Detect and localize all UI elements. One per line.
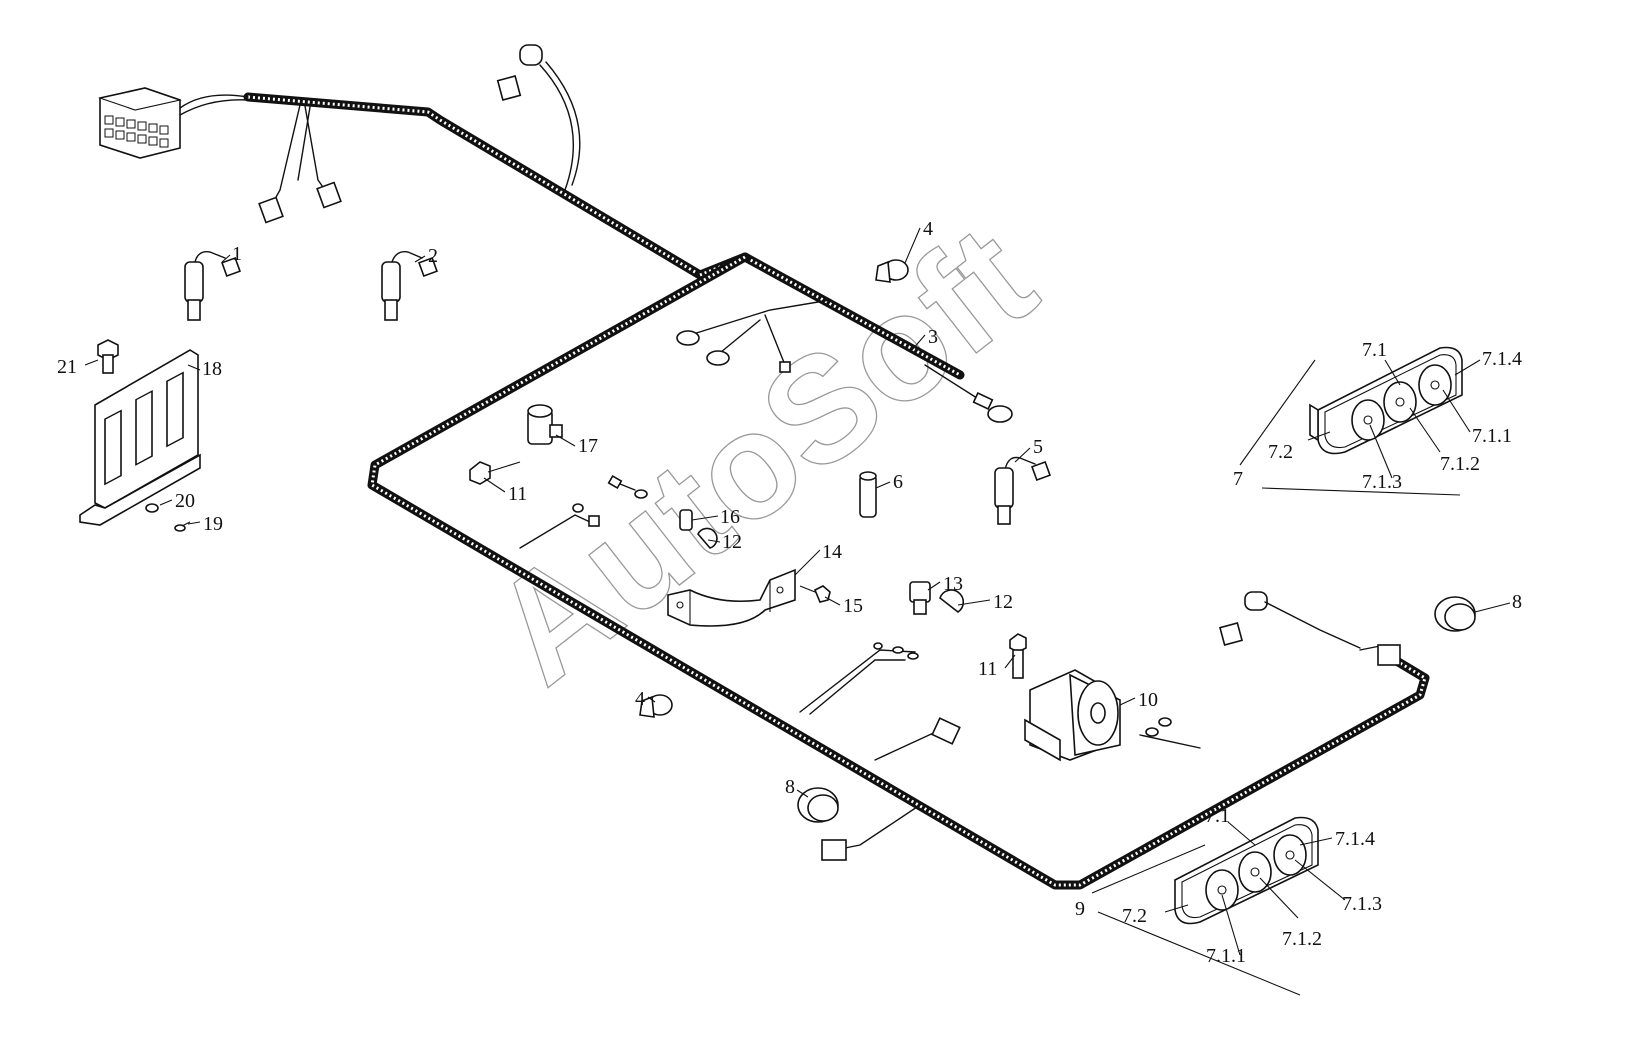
right-harness-end [1218, 591, 1401, 666]
leader-lines [84, 227, 1511, 996]
callout-7-1-upper: 7.1 [1362, 339, 1387, 361]
part-13-switch [909, 581, 965, 615]
ground-lugs [676, 299, 1013, 423]
bolt-15 [799, 585, 831, 603]
part-6-bushing [859, 471, 877, 518]
lamp-9-lower [1174, 816, 1319, 925]
callout-21: 21 [57, 356, 77, 378]
part-18-panel [79, 349, 201, 526]
sensor-1 [184, 251, 241, 321]
main-harness [243, 92, 1430, 890]
callout-7-1-1-lower: 7.1.1 [1206, 945, 1246, 967]
grommet-8-left [797, 787, 839, 823]
callout-7-1-4-upper: 7.1.4 [1482, 348, 1522, 370]
callout-7-1-2-upper: 7.1.2 [1440, 453, 1480, 475]
part-16-sensor [679, 509, 718, 549]
callout-2: 2 [428, 245, 438, 267]
callout-7-1-4-lower: 7.1.4 [1335, 828, 1375, 850]
callout-7-1-3-upper: 7.1.3 [1362, 471, 1402, 493]
callout-labels: 1 2 3 4 5 6 18 21 20 19 17 11 16 12 14 1… [57, 218, 1522, 967]
callout-20: 20 [175, 490, 195, 512]
clamp-4-top [875, 259, 909, 283]
callout-7-1-1-upper: 7.1.1 [1472, 425, 1512, 447]
callout-7-1-2-lower: 7.1.2 [1282, 928, 1322, 950]
lower-branch-wires [799, 642, 961, 861]
callout-12-right: 12 [993, 591, 1013, 613]
bolt-11-left [469, 461, 521, 485]
callout-14: 14 [822, 541, 842, 563]
callout-5: 5 [1033, 436, 1043, 458]
callout-10: 10 [1138, 689, 1158, 711]
callout-11-right: 11 [978, 658, 997, 680]
grommet-8-right [1434, 596, 1476, 632]
callout-9: 9 [1075, 898, 1085, 920]
callout-18: 18 [202, 358, 222, 380]
part-17-valve [527, 404, 563, 445]
callout-8-right: 8 [1512, 591, 1522, 613]
bolt-11-right [1009, 633, 1027, 679]
callout-4-bottom: 4 [635, 688, 645, 710]
callout-11-left: 11 [508, 483, 527, 505]
callout-4-top: 4 [923, 218, 933, 240]
callout-12-left: 12 [722, 531, 742, 553]
middle-small-parts [519, 474, 648, 549]
callout-16: 16 [720, 506, 740, 528]
callout-6: 6 [893, 471, 903, 493]
sensor-2 [381, 251, 438, 321]
part-14-bracket [667, 568, 796, 627]
fasteners-18 [97, 339, 191, 532]
top-branch-connectors [258, 44, 581, 224]
callout-8-left: 8 [785, 776, 795, 798]
callout-15: 15 [843, 595, 863, 617]
callout-13: 13 [943, 573, 963, 595]
sensor-5 [994, 456, 1051, 525]
callout-1: 1 [232, 243, 242, 265]
callout-7-1-3-lower: 7.1.3 [1342, 893, 1382, 915]
callout-17: 17 [578, 435, 598, 457]
lamp-7-upper [1309, 346, 1463, 455]
clamp-4-bottom [639, 694, 673, 718]
callout-3: 3 [928, 326, 938, 348]
callout-7-2-lower: 7.2 [1122, 905, 1147, 927]
main-connector [97, 87, 249, 159]
callout-7-1-lower: 7.1 [1205, 805, 1230, 827]
part-10-horn [1024, 669, 1201, 762]
callout-7-2-upper: 7.2 [1268, 441, 1293, 463]
callout-19: 19 [203, 513, 223, 535]
callout-7: 7 [1233, 468, 1243, 490]
